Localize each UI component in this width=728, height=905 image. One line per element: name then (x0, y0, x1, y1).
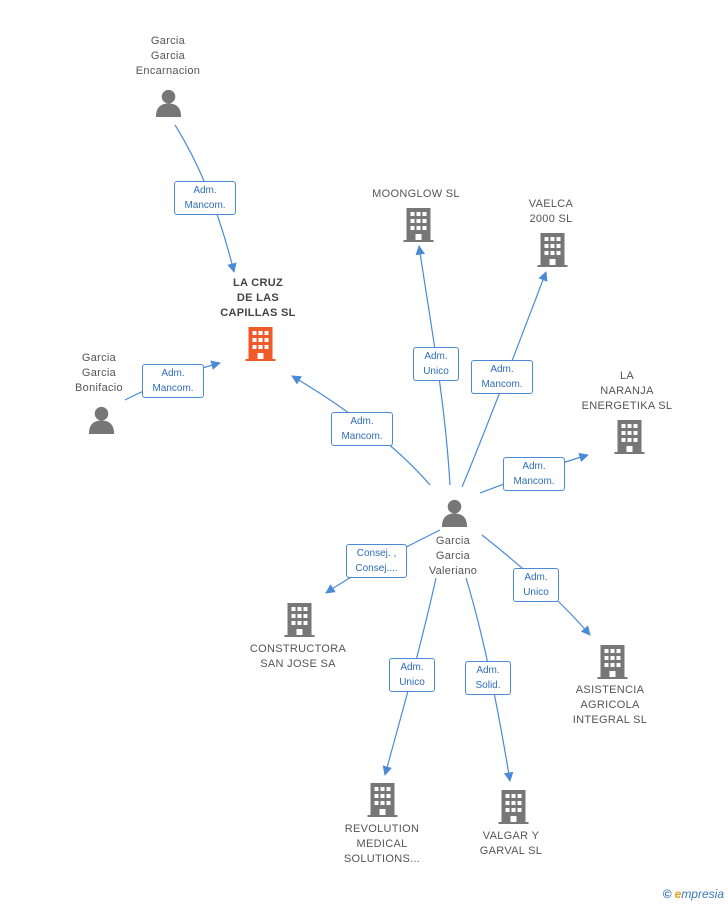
edge-label-valeriano-asistencia[interactable]: Adm. Unico (513, 568, 559, 602)
node-label-line: LA CRUZ (233, 277, 283, 289)
node-label-line: Garcia (435, 550, 471, 562)
edge-label-valeriano-valgar[interactable]: Adm. Solid. (465, 661, 511, 695)
edge-label-line: Adm. (400, 662, 424, 673)
edge-label-valeriano-constructora[interactable]: Consej. , Consej.... (346, 544, 407, 578)
node-asistencia[interactable]: ASISTENCIA AGRICOLA INTEGRAL SL (560, 683, 660, 728)
node-label-line: 2000 SL (529, 213, 573, 225)
node-garcia-bonifacio[interactable]: Garcia Garcia Bonifacio (59, 351, 139, 396)
node-label-line: GARVAL SL (479, 845, 543, 857)
node-label-line: Encarnacion (135, 65, 201, 77)
node-garcia-valeriano[interactable]: Garcia Garcia Valeriano (413, 534, 493, 579)
node-label-line: MEDICAL (356, 838, 408, 850)
building-icon[interactable] (403, 208, 434, 242)
edge-label-line: Consej.... (355, 563, 398, 574)
node-label-line: Garcia (150, 35, 186, 47)
node-label-line: Bonifacio (75, 382, 123, 394)
node-label-line: NARANJA (600, 385, 654, 397)
brand-initial: e (674, 887, 682, 901)
edge-label-line: Adm. (522, 461, 546, 472)
edge-label-line: Adm. (476, 665, 500, 676)
node-garcia-encarnacion[interactable]: Garcia Garcia Encarnacion (118, 34, 218, 79)
edge-label-line: Adm. (490, 364, 514, 375)
node-label-line: ASISTENCIA (575, 684, 645, 696)
building-icon[interactable] (245, 327, 276, 361)
node-label-line: LA (619, 370, 635, 382)
node-label-line: Garcia (150, 50, 186, 62)
building-icon[interactable] (597, 645, 628, 679)
edge-label-line: Unico (399, 677, 425, 688)
node-label-line: Garcia (435, 535, 471, 547)
edge-label-line: Solid. (475, 680, 501, 691)
node-label-line: AGRICOLA (580, 699, 640, 711)
building-icon[interactable] (367, 783, 398, 817)
edge-label-line: Mancom. (152, 383, 194, 394)
edge-label-line: Consej. , (356, 548, 397, 559)
node-label-line: CAPILLAS SL (220, 307, 296, 319)
node-constructora[interactable]: CONSTRUCTORA SAN JOSE SA (243, 642, 353, 672)
node-label-line: VAELCA (528, 198, 574, 210)
edge-label-bonifacio-la-cruz[interactable]: Adm. Mancom. (142, 364, 204, 398)
building-icon[interactable] (284, 603, 315, 637)
edge-label-line: Adm. (161, 368, 185, 379)
building-icon[interactable] (498, 790, 529, 824)
person-icon[interactable] (88, 406, 115, 434)
brand-name: mpresia (681, 887, 724, 901)
edge-label-line: Mancom. (481, 379, 523, 390)
node-revolution[interactable]: REVOLUTION MEDICAL SOLUTIONS... (332, 822, 432, 867)
edge-label-valeriano-vaelca[interactable]: Adm. Mancom. (471, 360, 533, 394)
edge-label-valeriano-moonglow[interactable]: Adm. Unico (413, 347, 459, 381)
edge-label-line: Mancom. (513, 476, 555, 487)
person-icon[interactable] (155, 89, 182, 117)
node-label-line: SOLUTIONS... (343, 853, 421, 865)
edge-label-line: Adm. (193, 185, 217, 196)
edge-label-line: Mancom. (184, 200, 226, 211)
node-valgar[interactable]: VALGAR Y GARVAL SL (466, 829, 556, 859)
node-vaelca[interactable]: VAELCA 2000 SL (511, 197, 591, 227)
node-la-cruz-de-las-capillas[interactable]: LA CRUZ DE LAS CAPILLAS SL (203, 276, 313, 321)
edge-label-line: Mancom. (341, 431, 383, 442)
edge-label-valeriano-revolution[interactable]: Adm. Unico (389, 658, 435, 692)
building-icon[interactable] (537, 233, 568, 267)
edge-label-line: Adm. (350, 416, 374, 427)
node-label-line: INTEGRAL SL (572, 714, 648, 726)
node-la-naranja[interactable]: LA NARANJA ENERGETIKA SL (577, 369, 677, 414)
node-label-line: Garcia (81, 367, 117, 379)
edge-label-valeriano-la-naranja[interactable]: Adm. Mancom. (503, 457, 565, 491)
node-label-line: Garcia (81, 352, 117, 364)
node-label-line: REVOLUTION (344, 823, 420, 835)
node-label-line: ENERGETIKA SL (581, 400, 673, 412)
edge-label-line: Unico (523, 587, 549, 598)
node-label-line: SAN JOSE SA (260, 658, 336, 670)
node-moonglow[interactable]: MOONGLOW SL (366, 187, 466, 202)
node-label-line: VALGAR Y (482, 830, 540, 842)
node-label-line: MOONGLOW SL (372, 188, 460, 200)
node-label-line: DE LAS (236, 292, 280, 304)
edge-label-line: Adm. (424, 351, 448, 362)
building-icon[interactable] (614, 420, 645, 454)
edge-label-encarnacion-la-cruz[interactable]: Adm. Mancom. (174, 181, 236, 215)
brand-footer: ©empresia (663, 887, 724, 901)
node-label-line: CONSTRUCTORA (249, 643, 347, 655)
person-icon[interactable] (441, 499, 468, 527)
edge-label-line: Adm. (524, 572, 548, 583)
copyright-symbol: © (662, 887, 672, 901)
edge-label-line: Unico (423, 366, 449, 377)
node-label-line: Valeriano (428, 565, 478, 577)
edge-label-valeriano-la-cruz[interactable]: Adm. Mancom. (331, 412, 393, 446)
